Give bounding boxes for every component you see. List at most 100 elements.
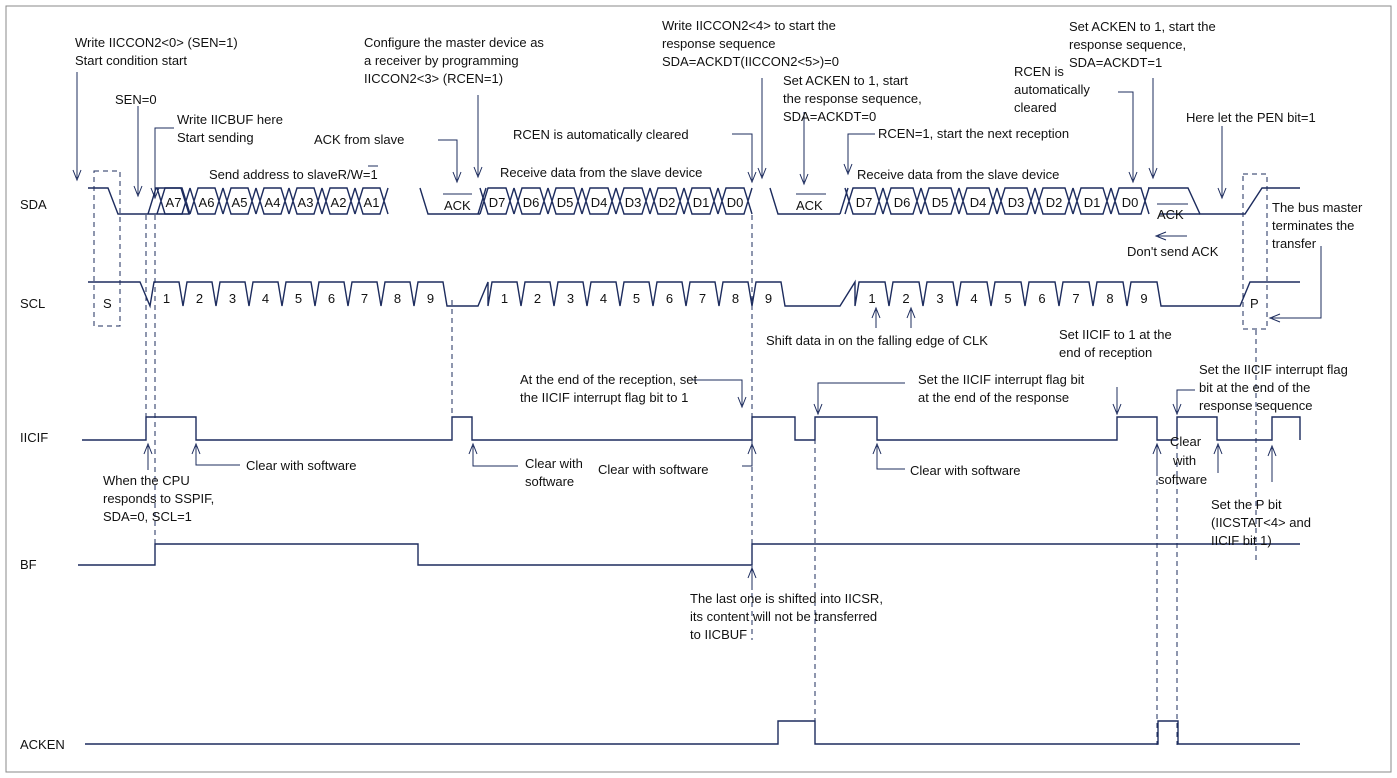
sda-address-bit-0: A7 (166, 195, 182, 210)
bf-signal-label: BF (20, 557, 37, 572)
note-pen-bit: Here let the PEN bit=1 (1186, 110, 1316, 125)
sda-data-bit-b-5: D2 (1046, 195, 1063, 210)
sda-data-bit-b-0: D7 (856, 195, 873, 210)
sda-data-bit-a-3: D4 (591, 195, 608, 210)
note-dont-send-ack: Don't send ACK (1127, 244, 1219, 259)
ack-labels: ACK ACK ACK (443, 193, 1188, 222)
scl-clock-2-7: 8 (732, 291, 739, 306)
bf-waveform (78, 543, 1300, 566)
sda-address-bit-4: A3 (298, 195, 314, 210)
sda-data-bit-a-5: D2 (659, 195, 676, 210)
sda-address-bit-5: A2 (331, 195, 347, 210)
scl-clock-2-6: 7 (699, 291, 706, 306)
sda-data-bit-a-1: D6 (523, 195, 540, 210)
note-receive-data-2: Receive data from the slave device (857, 167, 1059, 182)
stop-condition-box (1242, 173, 1268, 330)
note-ack-from-slave: ACK from slave (314, 132, 404, 147)
scl-clock-3-3: 4 (970, 291, 977, 306)
scl-clock-3-4: 5 (1004, 291, 1011, 306)
note-clear-sw-4: Clear with software (910, 463, 1021, 478)
note-shift-data: Shift data in on the falling edge of CLK (766, 333, 988, 348)
sda-address-bit-2: A5 (232, 195, 248, 210)
scl-clock-2-1: 2 (534, 291, 541, 306)
scl-clock-2-0: 1 (501, 291, 508, 306)
scl-clock-3-2: 3 (936, 291, 943, 306)
iicif-signal-label: IICIF (20, 430, 48, 445)
scl-clock-2-2: 3 (567, 291, 574, 306)
sda-data-bit-b-7: D0 (1122, 195, 1139, 210)
scl-signal-label: SCL (20, 296, 45, 311)
sda-address-bit-1: A6 (199, 195, 215, 210)
sda-data-bit-b-6: D1 (1084, 195, 1101, 210)
sda-data-bit-a-2: D5 (557, 195, 574, 210)
sda-signal-label: SDA (20, 197, 47, 212)
note-receive-data-1: Receive data from the slave device (500, 165, 702, 180)
scl-clock-3-7: 8 (1106, 291, 1113, 306)
note-last-shifted: The last one is shifted into IICSR,its c… (690, 591, 883, 642)
stop-label: P (1250, 296, 1259, 311)
scl-clock-3-1: 2 (902, 291, 909, 306)
sda-address-bit-6: A1 (364, 195, 380, 210)
note-write-sen: Write IICCON2<0> (SEN=1)Start condition … (75, 35, 238, 68)
note-clear-sw-1: Clear with software (246, 458, 357, 473)
sda-data-bit-a-7: D0 (727, 195, 744, 210)
sda-data-bit-a-4: D3 (625, 195, 642, 210)
acken-signal-label: ACKEN (20, 737, 65, 752)
sda-data-bit-a-0: D7 (489, 195, 506, 210)
ack-label-1: ACK (444, 198, 471, 213)
scl-clock-1-4: 5 (295, 291, 302, 306)
scl-clock-2-3: 4 (600, 291, 607, 306)
scl-clock-3-5: 6 (1038, 291, 1045, 306)
scl-clock-3-0: 1 (868, 291, 875, 306)
note-rcen-next: RCEN=1, start the next reception (878, 126, 1069, 141)
scl-clock-2-5: 6 (666, 291, 673, 306)
ack-label-3: ACK (1157, 207, 1184, 222)
scl-clock-labels: 1 2 3 4 5 6 7 8 9 1 2 3 4 5 6 7 8 9 1 2 3 4 5 6 7 8 9 (163, 291, 1148, 306)
sda-data-bit-a-6: D1 (693, 195, 710, 210)
scl-clock-2-4: 5 (633, 291, 640, 306)
note-rcen-auto-1: RCEN is automatically cleared (513, 127, 689, 142)
note-clear-sw-3: Clear with software (598, 462, 709, 477)
scl-clock-1-0: 1 (163, 291, 170, 306)
sda-data-bit-b-3: D4 (970, 195, 987, 210)
diagram-frame (5, 5, 1392, 773)
sda-address-bit-3: A4 (265, 195, 281, 210)
scl-clock-1-1: 2 (196, 291, 203, 306)
sda-waveform (88, 187, 1300, 215)
acken-waveform (85, 720, 1300, 745)
scl-clock-1-8: 9 (427, 291, 434, 306)
scl-clock-1-2: 3 (229, 291, 236, 306)
note-send-address: Send address to slaveR/W=1 (209, 167, 378, 182)
scl-clock-1-7: 8 (394, 291, 401, 306)
scl-clock-1-6: 7 (361, 291, 368, 306)
note-sen-zero: SEN=0 (115, 92, 157, 107)
sda-data-bit-b-2: D5 (932, 195, 949, 210)
annotations: Write IICCON2<0> (SEN=1)Start condition … (75, 18, 1363, 642)
start-condition-box (93, 170, 121, 327)
ack-label-2: ACK (796, 198, 823, 213)
iicif-waveform (82, 416, 1301, 441)
scl-clock-3-6: 7 (1072, 291, 1079, 306)
scl-clock-3-8: 9 (1140, 291, 1147, 306)
scl-clock-2-8: 9 (765, 291, 772, 306)
scl-waveform (88, 279, 1300, 309)
sda-data-bit-b-4: D3 (1008, 195, 1025, 210)
scl-clock-1-5: 6 (328, 291, 335, 306)
scl-clock-1-3: 4 (262, 291, 269, 306)
annotation-arrows (72, 72, 1322, 590)
